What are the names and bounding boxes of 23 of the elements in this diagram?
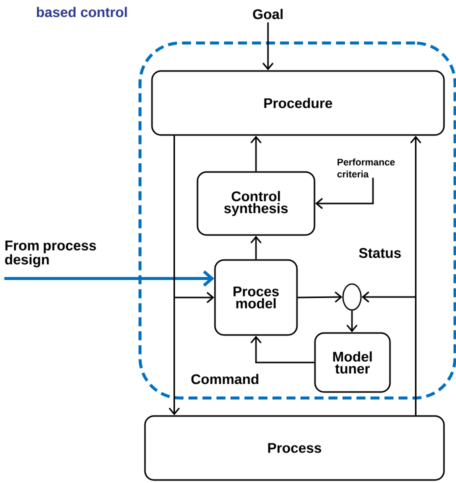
arrow <box>346 310 358 332</box>
arrow <box>202 270 214 287</box>
input-label: Performance criteria <box>337 158 395 178</box>
arrow <box>174 136 214 304</box>
arrow <box>362 291 416 416</box>
arrow <box>250 236 262 260</box>
arrow <box>315 178 374 210</box>
process-box: Control synthesis <box>196 171 316 236</box>
process-box: Model tuner <box>314 332 391 393</box>
process-box: Proces model <box>214 259 298 336</box>
arrow <box>262 22 274 70</box>
arrow <box>250 336 314 364</box>
input-label: From process design <box>5 240 96 268</box>
process-box: Process <box>144 415 445 481</box>
dashed-boundary <box>138 42 456 400</box>
process-box: Procedure <box>151 70 445 136</box>
summing-junction <box>342 283 362 311</box>
signal-label: Command <box>191 374 258 384</box>
input-label: Goal <box>253 8 283 20</box>
arrow <box>250 136 262 172</box>
signal-label: Status <box>359 248 401 258</box>
arrow <box>298 292 342 303</box>
title: based control <box>36 6 127 18</box>
